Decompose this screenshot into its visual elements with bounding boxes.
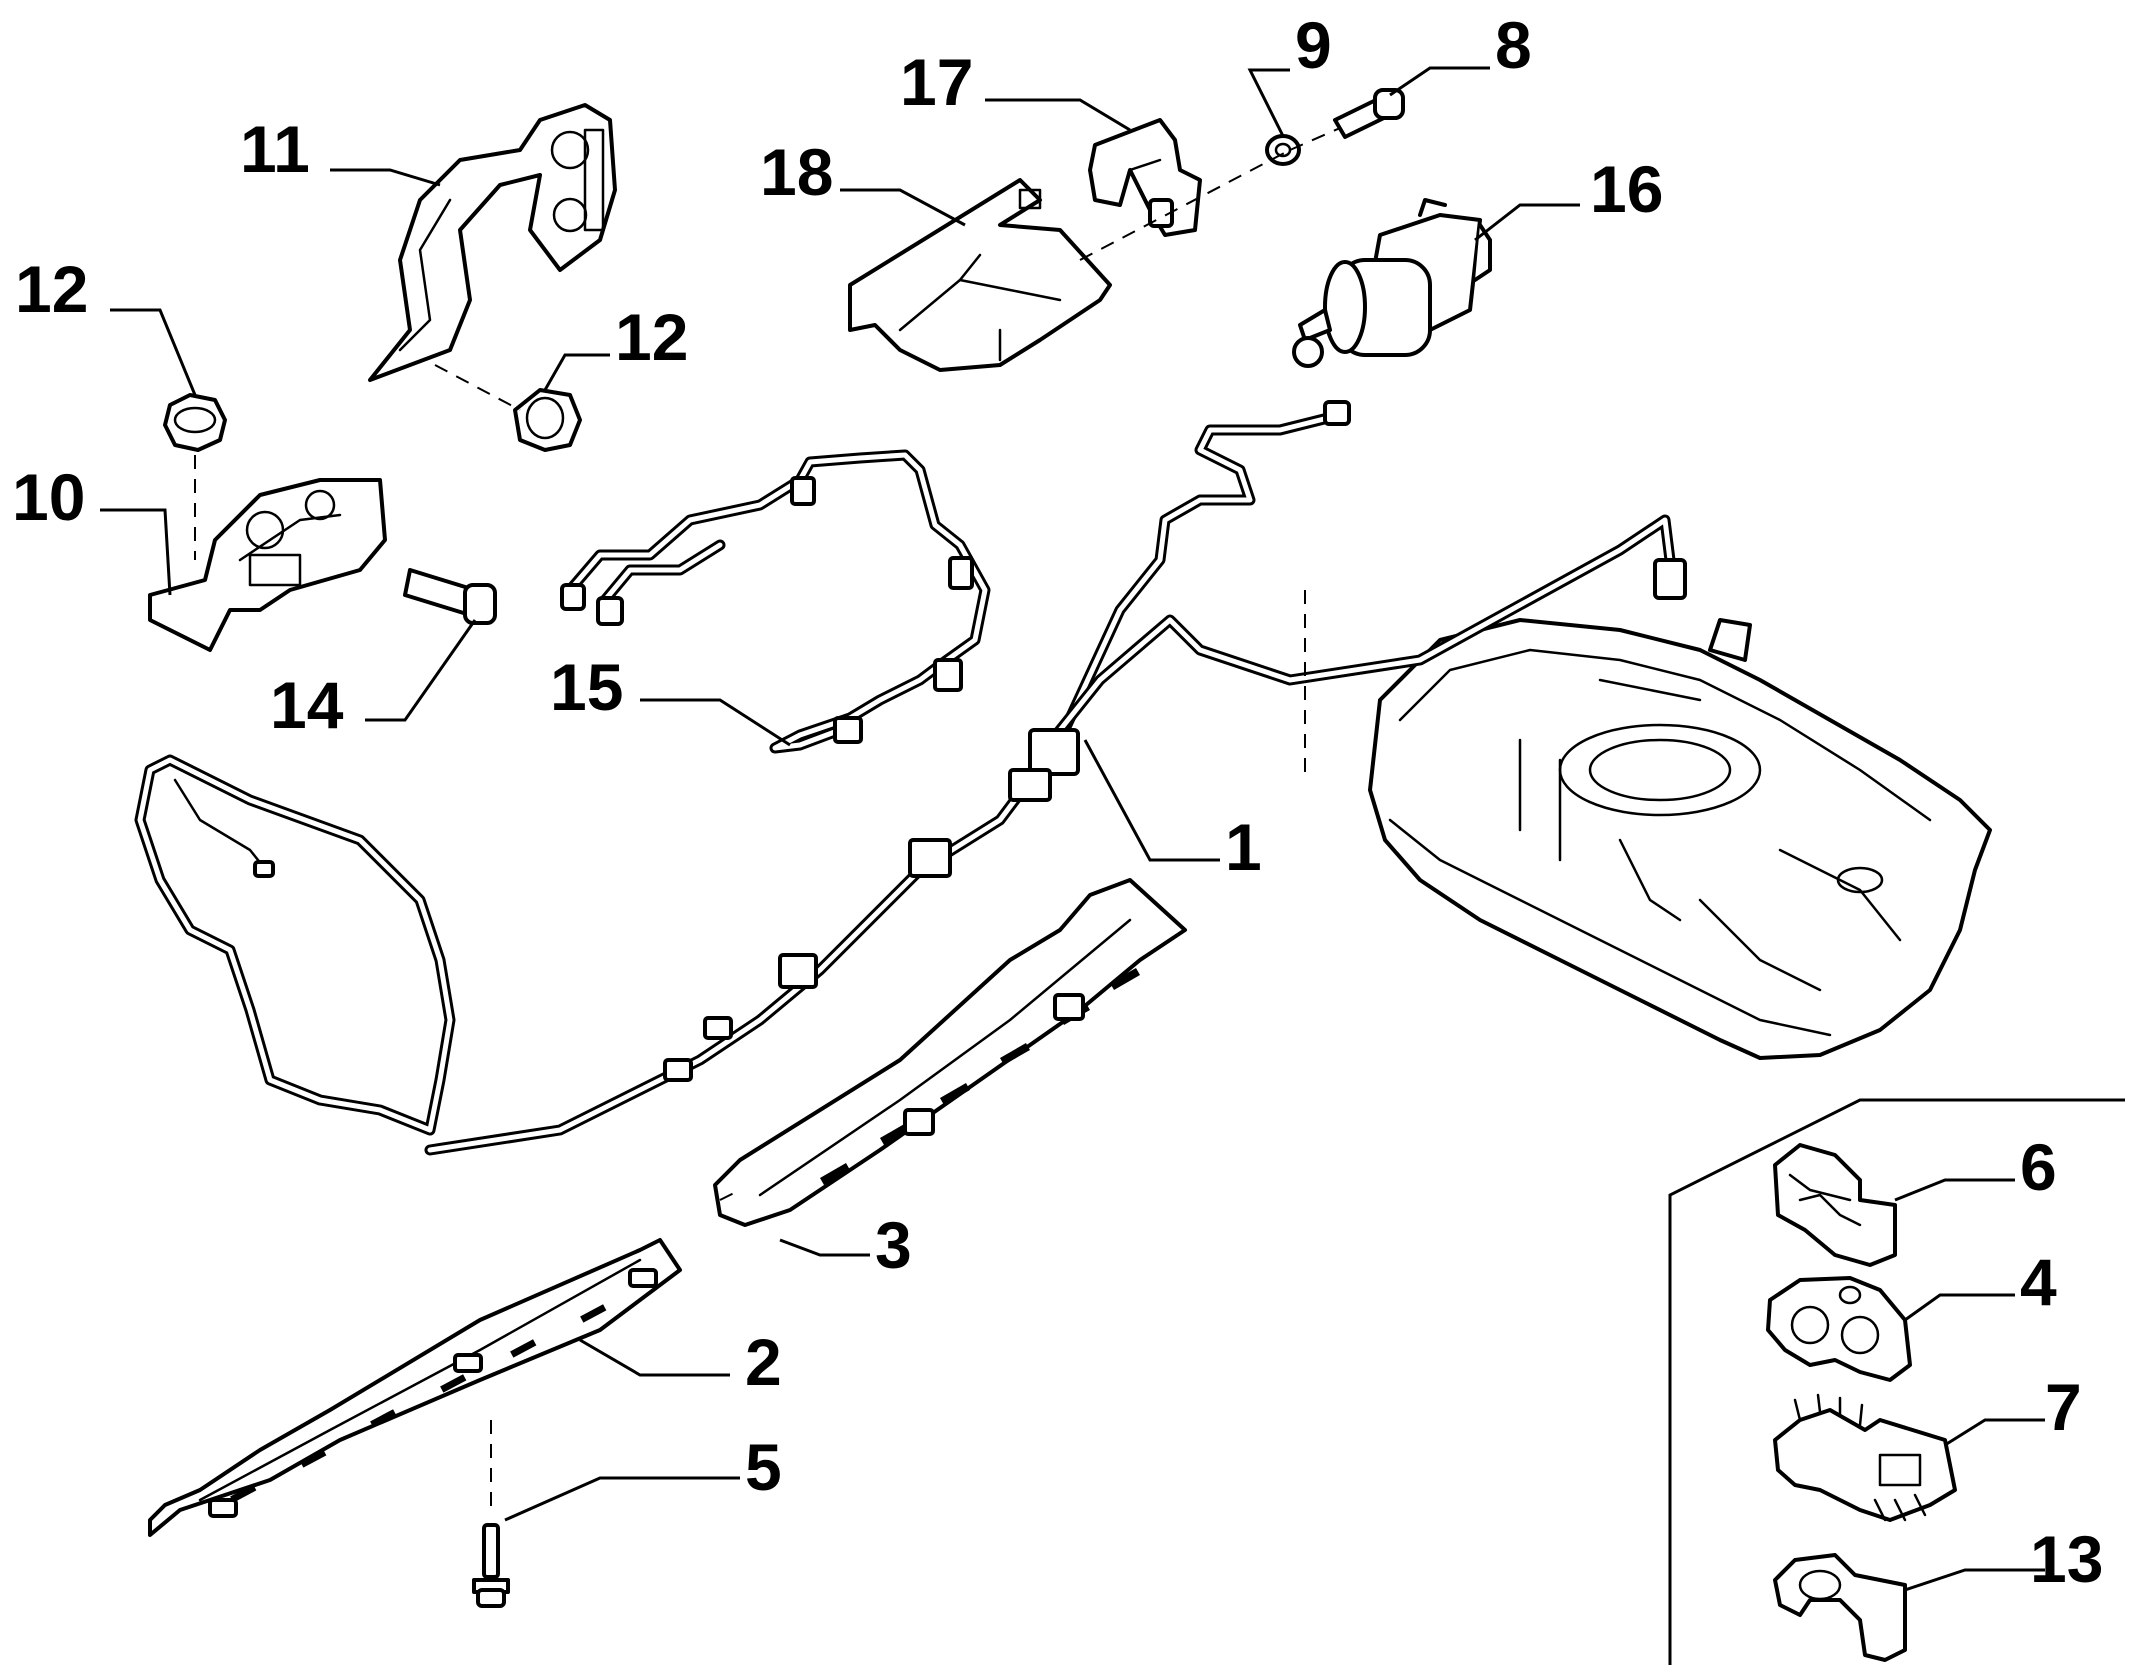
bracket-10 (148, 478, 387, 652)
callout-11: 11 (240, 112, 310, 186)
heat-shield-18 (848, 178, 1112, 372)
bracket-17 (1088, 118, 1202, 237)
callout-6: 6 (2020, 1130, 2057, 1204)
fuel-tank (1368, 618, 1992, 1060)
callout-12b: 12 (615, 300, 688, 374)
callout-4: 4 (2020, 1245, 2057, 1319)
vapor-hose (560, 449, 991, 754)
callout-3: 3 (875, 1208, 912, 1282)
callout-9: 9 (1295, 8, 1332, 82)
nut-12-right (513, 388, 582, 452)
bolt-14 (403, 568, 497, 625)
callout-5: 5 (745, 1430, 782, 1504)
underbody-guard-2 (148, 1238, 682, 1537)
assembly-lines (194, 127, 1341, 1510)
callout-2: 2 (745, 1325, 782, 1399)
bolt-8 (1333, 88, 1405, 139)
callout-8: 8 (1495, 8, 1532, 82)
callout-16: 16 (1590, 152, 1663, 226)
callout-14: 14 (270, 668, 344, 742)
nut-12-left (163, 393, 227, 452)
callout-15: 15 (550, 650, 623, 724)
evap-line-loop (134, 754, 456, 1136)
callout-18: 18 (760, 135, 833, 209)
inset-frame (1668, 1098, 2125, 1665)
leader-lines (100, 66, 2045, 1592)
callout-17: 17 (900, 45, 973, 119)
callouts: 1 2 3 4 5 6 7 8 9 10 11 12 12 13 14 15 1… (12, 8, 2103, 1596)
underbody-guard-3 (713, 878, 1187, 1227)
clip-7 (1773, 1393, 1957, 1522)
clip-6 (1773, 1143, 1897, 1267)
fuel-pipe-assembly (424, 400, 1687, 1156)
callout-1: 1 (1225, 810, 1262, 884)
screw-5 (472, 1523, 510, 1608)
callout-13: 13 (2030, 1522, 2103, 1596)
callout-12a: 12 (15, 252, 88, 326)
bracket-11 (368, 103, 617, 382)
clip-4 (1766, 1276, 1912, 1382)
clip-13 (1773, 1553, 1907, 1662)
fuel-filter (1292, 198, 1492, 368)
callout-7: 7 (2045, 1370, 2082, 1444)
callout-10: 10 (12, 460, 85, 534)
